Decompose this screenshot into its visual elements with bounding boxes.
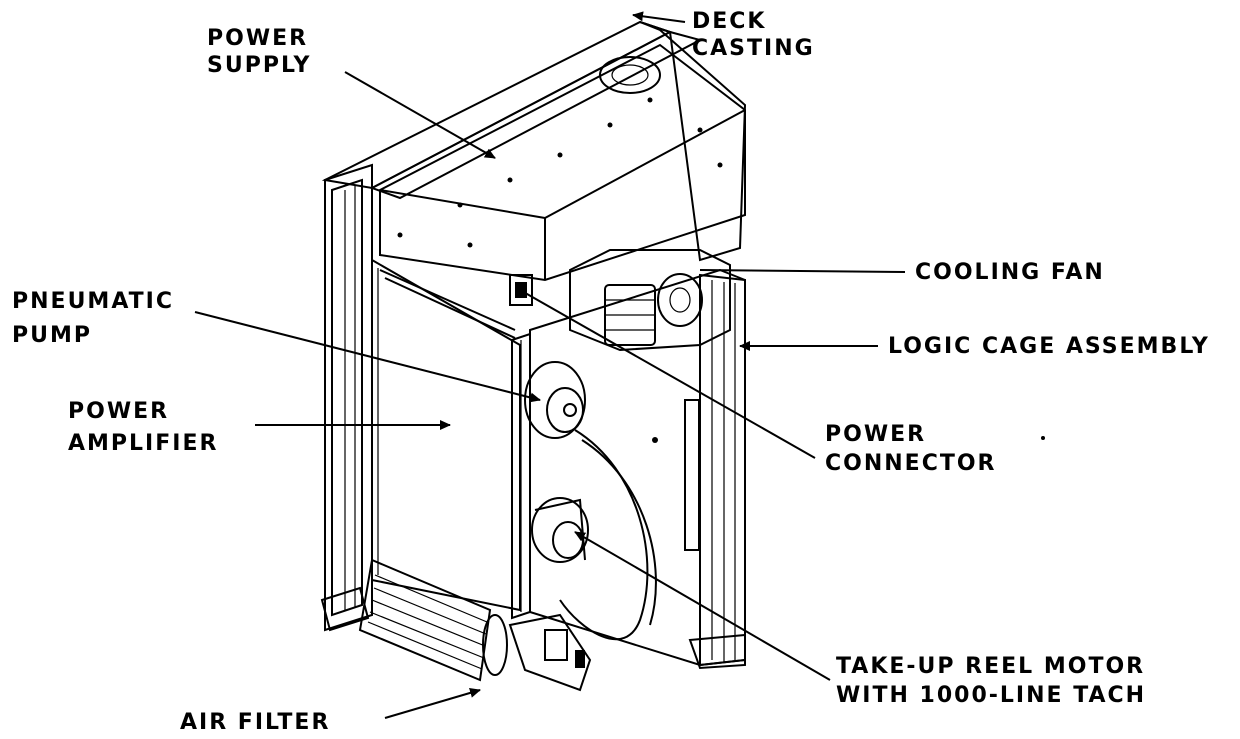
leader-lines — [194, 11, 906, 719]
label-air-filter: AIR FILTER — [180, 710, 330, 735]
label-power-amplifier-1: POWER — [68, 399, 169, 424]
label-takeup-motor-1: TAKE-UP REEL MOTOR — [836, 654, 1145, 679]
takeup-motor-leader — [574, 531, 831, 681]
label-power-amplifier-2: AMPLIFIER — [68, 431, 218, 456]
label-power-supply-2: SUPPLY — [207, 53, 311, 78]
label-deck-casting-1: DECK — [692, 9, 766, 34]
label-pneumatic-pump-2: PUMP — [12, 323, 92, 348]
deck-casting-leader — [632, 11, 686, 23]
label-power-connector-1: POWER — [825, 422, 926, 447]
cooling-fan-leader — [699, 269, 906, 273]
label-pneumatic-pump-1: PNEUMATIC — [12, 289, 174, 314]
label-power-connector-2: CONNECTOR — [825, 451, 997, 476]
tape-drive-chassis — [320, 20, 747, 692]
pneumatic-pump-leader — [194, 311, 541, 403]
power-supply-leader — [344, 71, 496, 159]
label-logic-cage: LOGIC CAGE ASSEMBLY — [888, 334, 1210, 359]
label-cooling-fan: COOLING FAN — [915, 260, 1105, 285]
callout-labels: POWER SUPPLY DECK CASTING COOLING FAN PN… — [12, 9, 1210, 735]
label-power-supply-1: POWER — [207, 26, 308, 51]
stray-dot — [1041, 436, 1045, 440]
label-deck-casting-2: CASTING — [692, 36, 815, 61]
label-takeup-motor-2: WITH 1000-LINE TACH — [836, 683, 1146, 708]
power-connector-leader — [519, 289, 816, 459]
air-filter-leader — [384, 688, 481, 719]
